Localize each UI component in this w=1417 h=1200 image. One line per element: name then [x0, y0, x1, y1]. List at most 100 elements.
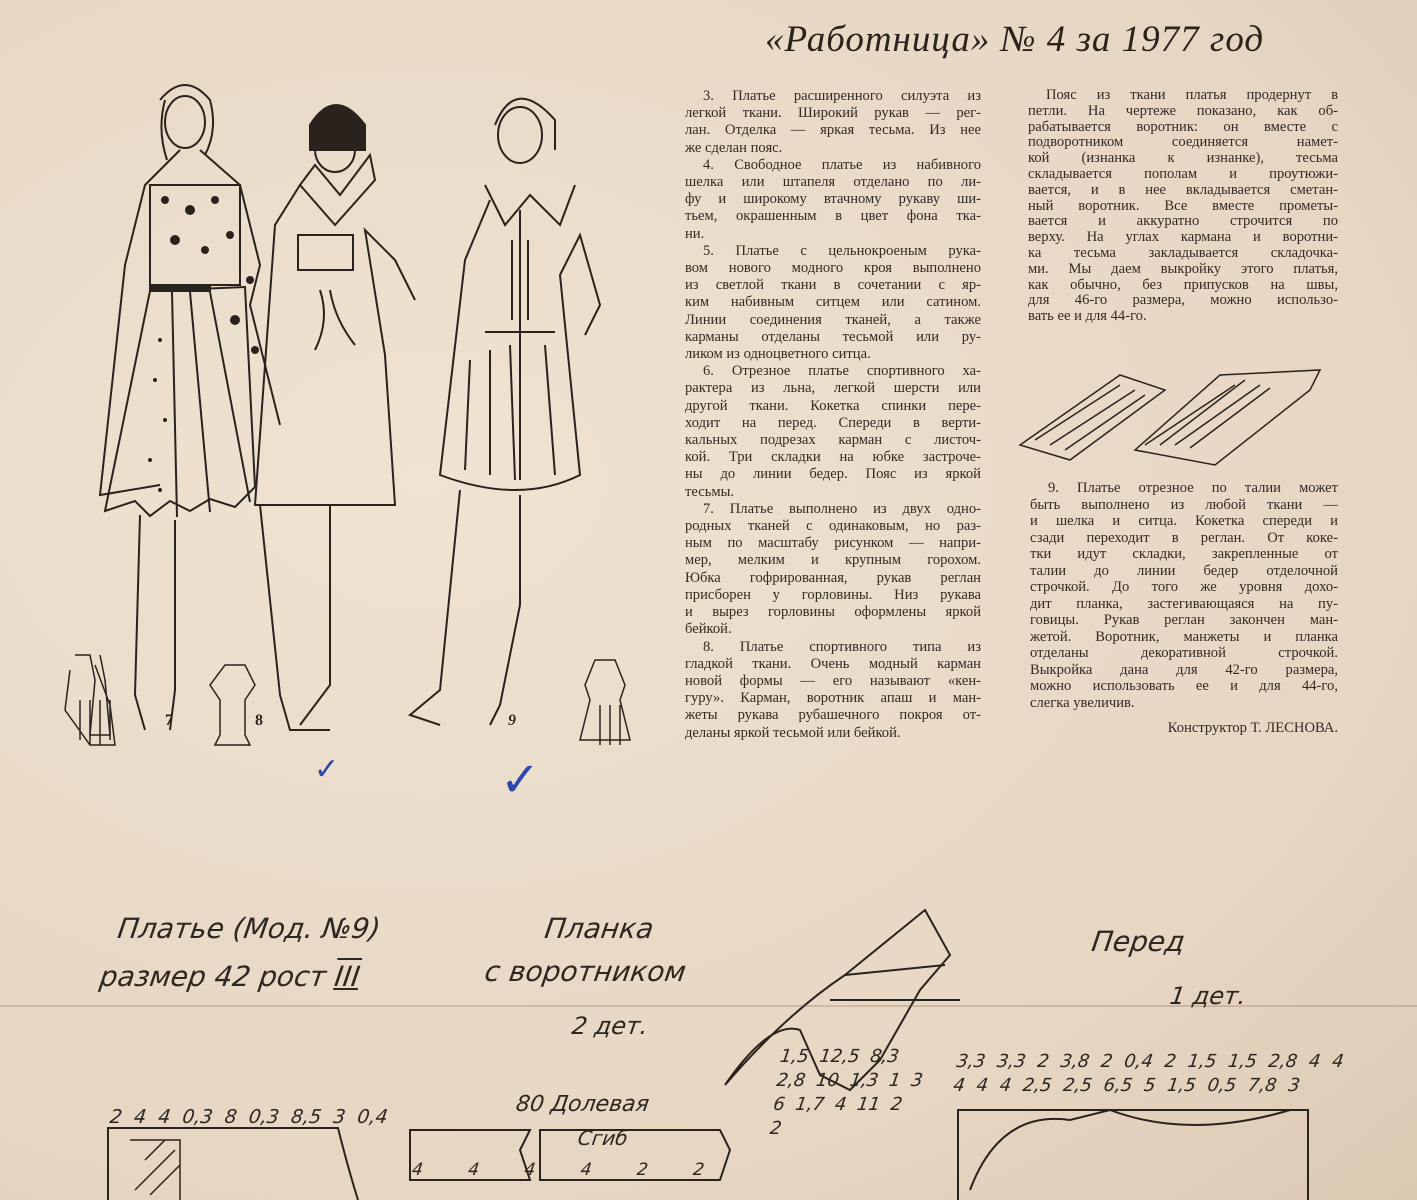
text-line: бейкой. — [685, 621, 732, 638]
text-line: мер, мелким и крупным горохом. — [685, 552, 981, 569]
text-line: ходит на перед. Спереди в верти- — [685, 414, 981, 431]
strip-dimensions: 4 4 4 4 2 2 — [411, 1160, 774, 1180]
text-line: ми. Мы даем выкройку этого платья, — [1028, 260, 1338, 277]
text-line: сзади переходит в реглан. От коке- — [1030, 529, 1338, 546]
dimension-value: 5 — [1142, 1075, 1158, 1096]
text-line: жетой. Воротник, манжеты и планка — [1030, 628, 1338, 645]
text-line: кальных подрезах карман с листоч- — [685, 432, 981, 449]
text-line: из светлой ткани в сочетании с яр- — [685, 277, 981, 294]
text-line: вом нового модного кроя выполнено — [685, 260, 981, 277]
text-line: для 46-го размера, можно использо- — [1028, 292, 1338, 309]
front-label: Перед — [1089, 925, 1187, 958]
dimension-value: 1,3 — [848, 1070, 880, 1091]
dimension-value: 2,8 — [775, 1070, 807, 1091]
fold-label: Сгиб — [576, 1126, 630, 1150]
page-header-title: «Работница» № 4 за 1977 год — [765, 19, 1265, 60]
text-line: верху. На углах кармана и воротни- — [1028, 229, 1338, 246]
text-line: вать ее и для 44-го. — [1028, 308, 1147, 325]
dimension-value: 4 — [998, 1075, 1013, 1096]
dimension-value: 2 — [635, 1160, 650, 1180]
text-line: говицы. Рукав реглан закончен ман- — [1030, 612, 1338, 628]
check-mark-8: ✓ — [314, 753, 340, 786]
text-line: лан. Отделка — яркая тесьма. Из нее — [685, 122, 981, 139]
text-line: тьем, окрашенным в цвет фона тка- — [685, 208, 981, 225]
pattern-title: Платье (Мод. №9) — [115, 912, 383, 945]
dimension-value: 3 — [331, 1106, 347, 1128]
text-line: ным по масштабу рисунком — напри- — [685, 535, 981, 552]
dimension-value: 8 — [223, 1106, 239, 1128]
designer-signature: Конструктор Т. ЛЕСНОВА. — [1167, 720, 1338, 736]
dimension-value: 12,5 — [818, 1046, 862, 1067]
dimension-value: 1 — [887, 1070, 903, 1091]
dimension-value: 2,5 — [1061, 1075, 1094, 1096]
dimension-value: 4 — [466, 1160, 481, 1180]
text-line: слегка увеличив. — [1030, 694, 1135, 711]
page-fold-line — [0, 1005, 1417, 1007]
text-line: родных тканей с одинаковым, но раз- — [685, 518, 981, 535]
dimension-value: 6 — [771, 1094, 787, 1115]
dimension-value: 1,5 — [1165, 1075, 1198, 1096]
front-count: 1 дет. — [1168, 982, 1248, 1010]
dimension-value: 4 — [156, 1106, 172, 1128]
text-line: присборен у горловины. Низ рукава — [685, 586, 981, 603]
dimension-value: 8,5 — [289, 1106, 323, 1128]
text-line: 9. Платье отрезное по талии может — [1048, 480, 1338, 496]
dimension-value: 2 — [1099, 1051, 1114, 1072]
dimension-value: 4 — [975, 1075, 990, 1096]
dimension-value: 2 — [768, 1118, 783, 1139]
text-line: ким набивным ситцем или сатином. — [685, 294, 981, 311]
text-line: деланы яркой тесьмой или бейкой. — [685, 724, 901, 741]
text-line: вается и аккуратно строчится по — [1028, 213, 1338, 230]
text-line: другой ткани. Кокетка спинки пере- — [685, 397, 981, 414]
dimension-value: 4 — [579, 1160, 593, 1180]
pattern-size-text: размер 42 рост — [97, 960, 329, 993]
check-mark-9: ✓ — [500, 754, 541, 807]
text-line: фу и широкому втачному рукаву ши- — [685, 191, 981, 208]
dimension-value: 0,3 — [247, 1106, 281, 1128]
text-line: Юбка гофрированная, рукав реглан — [685, 569, 981, 586]
dimension-value: 0,4 — [355, 1106, 390, 1128]
dimension-value: 1,5 — [1186, 1051, 1218, 1072]
text-line: новой формы — его называют «кен- — [685, 672, 981, 689]
dimension-value: 4 — [132, 1106, 148, 1128]
text-line: 4. Свободное платье из набивного — [703, 156, 981, 173]
text-line: ный воротник. Все вместе прометы- — [1028, 197, 1338, 214]
text-line: кой. Три складки на юбке застроче- — [685, 449, 981, 466]
dimension-value: 3,3 — [995, 1051, 1028, 1072]
pattern-size: размер 42 рост III — [98, 960, 362, 993]
dimension-value: 7,8 — [1246, 1075, 1279, 1096]
dimension-value: 2 — [1163, 1051, 1178, 1072]
text-line: вается, и в нее вкладывается сметан- — [1028, 181, 1338, 198]
text-line: дит планка, застегивающаяся на пу- — [1030, 595, 1338, 612]
dimension-value: 2,8 — [1267, 1051, 1299, 1072]
dimension-value: 3,3 — [955, 1051, 987, 1072]
placket-collar-label: с воротником — [482, 955, 689, 988]
dimension-value: 3 — [909, 1070, 925, 1091]
text-line: жеты рукава рубашечного покроя от- — [685, 707, 981, 724]
dimension-value: 8,3 — [868, 1046, 901, 1067]
text-line: отделаны декоративной строчкой. — [1030, 645, 1338, 661]
dimension-value: 2 — [889, 1094, 904, 1115]
text-line: и вырез горловины оформлены яркой — [685, 604, 981, 621]
text-line: рабатывается воротник: он вместе с — [1028, 118, 1338, 135]
text-line: ликом из одноцветного ситца. — [685, 346, 871, 363]
dimension-value: 0,3 — [180, 1106, 215, 1128]
text-line: Линии соединения тканей, а также — [685, 311, 981, 328]
text-line: 3. Платье расширенного силуэта из — [703, 88, 981, 104]
front-dimensions: 3,3 3,3 2 3,8 2 0,4 2 1,5 1,5 2,8 4 4 4 … — [952, 1050, 1359, 1098]
grain-label: 80 Долевая — [514, 1092, 651, 1117]
dimension-value: 1,5 — [778, 1046, 811, 1067]
figure-8-sketch — [253, 104, 416, 731]
text-line: 5. Платье с цельнокроеным рука- — [703, 242, 981, 259]
text-line: быть выполнено из любой ткани — — [1030, 496, 1338, 513]
collar-fold-diagrams — [1018, 369, 1322, 466]
text-line: строчкой. До того же уровня дохо- — [1030, 579, 1338, 595]
dimension-value: 4 — [1307, 1051, 1322, 1072]
dimension-value: 1,7 — [794, 1094, 826, 1115]
text-line: тесьмы. — [685, 483, 735, 500]
text-line: Пояс из ткани платья продернут в — [1046, 87, 1338, 103]
dimension-value: 0,5 — [1206, 1075, 1238, 1096]
text-line: петли. На чертеже показано, как об- — [1028, 102, 1338, 119]
